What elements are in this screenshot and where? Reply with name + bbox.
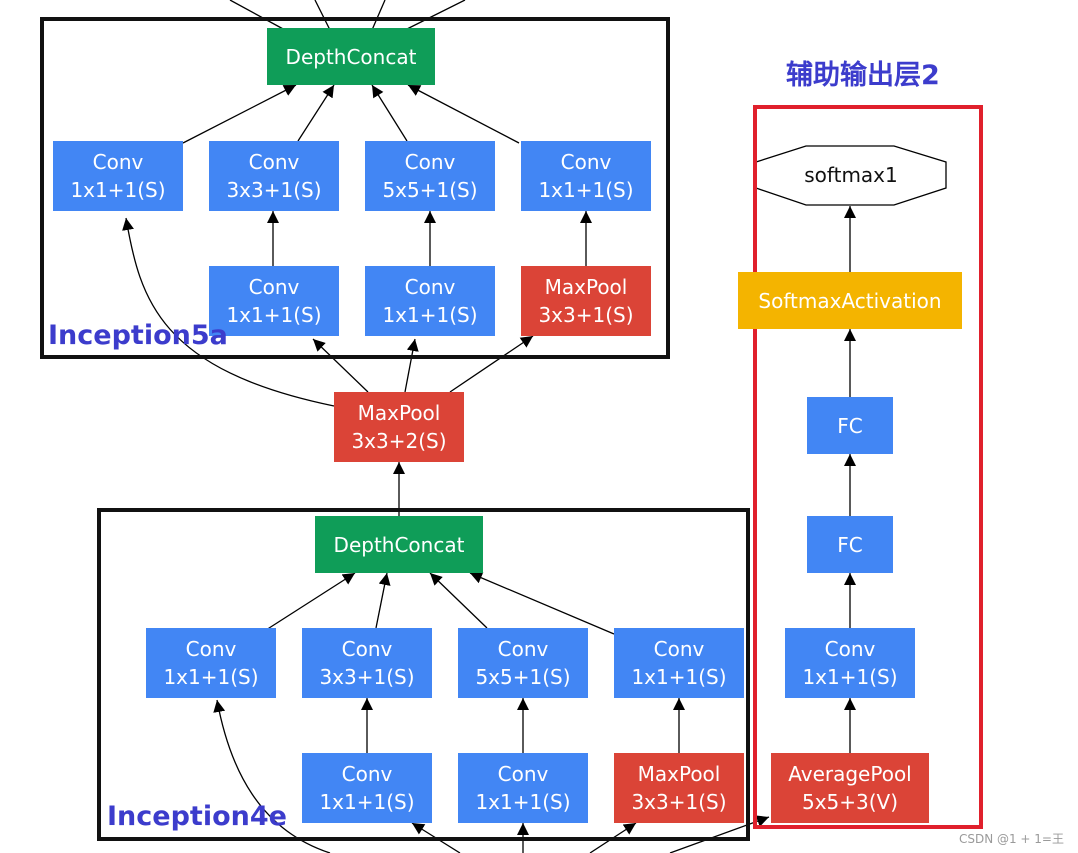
- edge-4e-b2-concat: [375, 572, 391, 629]
- edge-incoming-2: [314, 0, 331, 31]
- edge-pool-5a-r1: [312, 338, 369, 393]
- inception4e-frame: [97, 508, 750, 841]
- edge-in-aux-pool: [669, 815, 770, 853]
- aux-fc-2: FC: [807, 397, 893, 454]
- edge-5a-b1-concat: [182, 84, 297, 144]
- edge-in-4e-b1: [213, 699, 331, 853]
- watermark: CSDN @1 + 1=王: [958, 832, 1064, 846]
- edge-pool-5a-b1: [122, 217, 335, 407]
- aux-output-title: 辅助输出层2: [786, 60, 940, 91]
- edge-4e-b1-concat: [265, 572, 356, 631]
- inception4e-depthconcat: DepthConcat: [315, 516, 483, 573]
- edge-incoming-3: [371, 0, 386, 31]
- aux-softmax-activation: SoftmaxActivation: [738, 272, 962, 329]
- edge-pool-5a-r2: [404, 338, 419, 393]
- aux-output-frame: [753, 105, 983, 829]
- edge-5a-b3-concat: [371, 84, 408, 142]
- inception5a-label: Inception5a: [48, 320, 228, 351]
- edge-incoming-1: [229, 0, 286, 31]
- inception4e-label: Inception4e: [107, 801, 287, 832]
- edge-pool-5a-mp: [449, 335, 534, 393]
- edge-4e-b3-concat: [429, 572, 488, 629]
- softmax1-output: softmax1: [804, 163, 898, 187]
- inception5a-depthconcat: DepthConcat: [267, 28, 435, 85]
- edge-5a-b4-concat: [407, 84, 520, 144]
- inception5a-frame: [40, 17, 670, 359]
- edge-4e-b4-concat: [469, 572, 615, 635]
- edge-5a-b2-concat: [297, 84, 335, 142]
- edge-incoming-4: [404, 0, 466, 31]
- aux-fc-1: FC: [807, 516, 893, 573]
